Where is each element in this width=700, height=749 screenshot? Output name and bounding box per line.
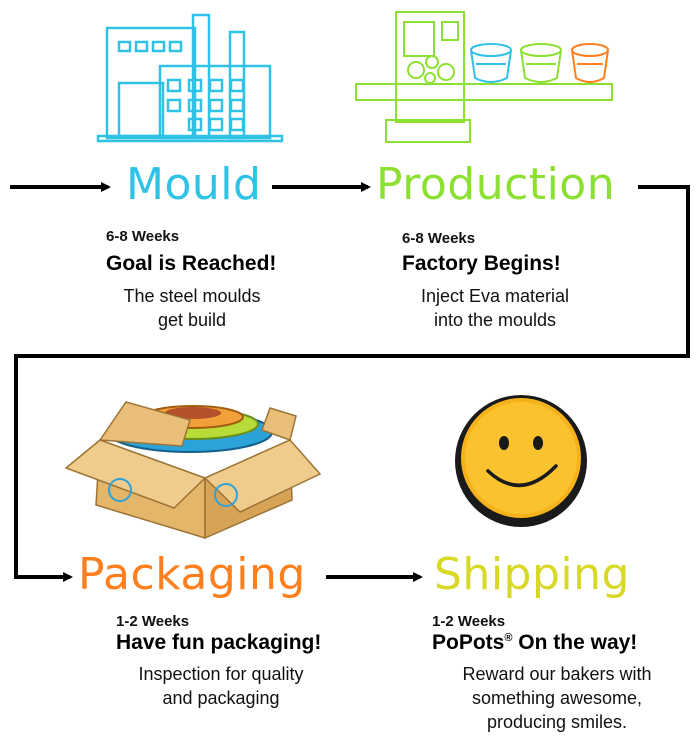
description-line: something awesome, xyxy=(471,688,643,708)
stage-title-mould: Mould xyxy=(126,159,262,210)
stage-title-production: Production xyxy=(376,159,616,210)
description-production: Inject Eva material into the moulds xyxy=(390,284,600,332)
description-line: Reward our bakers with xyxy=(462,664,652,684)
smiley-face-icon xyxy=(455,395,587,527)
heading-production: Factory Begins! xyxy=(402,252,561,275)
description-mould: The steel moulds get build xyxy=(92,284,292,332)
duration-mould: 6-8 Weeks xyxy=(106,228,180,245)
heading-shipping-main: PoPots xyxy=(432,631,505,654)
description-line: into the moulds xyxy=(433,310,557,330)
description-line: The steel moulds xyxy=(123,286,261,306)
description-line: get build xyxy=(157,310,227,330)
description-line: Inspection for quality xyxy=(138,664,304,684)
production-machine-icon xyxy=(355,11,613,143)
heading-shipping: PoPots® On the way! xyxy=(432,631,637,655)
heading-mould: Goal is Reached! xyxy=(106,252,277,275)
stage-title-shipping: Shipping xyxy=(434,549,630,600)
factory-icon xyxy=(96,13,284,143)
description-line: and packaging xyxy=(162,688,280,708)
description-line: Inject Eva material xyxy=(420,286,570,306)
duration-production: 6-8 Weeks xyxy=(402,230,476,247)
heading-shipping-rest: On the way! xyxy=(512,631,638,654)
description-packaging: Inspection for quality and packaging xyxy=(106,662,336,710)
cardboard-box-icon xyxy=(64,401,322,540)
registered-mark: ® xyxy=(504,632,513,644)
duration-shipping: 1-2 Weeks xyxy=(432,613,506,630)
stage-title-packaging: Packaging xyxy=(78,549,306,600)
description-shipping: Reward our bakers with something awesome… xyxy=(430,662,684,734)
flow-arrows xyxy=(10,182,690,582)
description-line: producing smiles. xyxy=(486,712,628,732)
duration-packaging: 1-2 Weeks xyxy=(116,613,190,630)
arrow-production-to-packaging xyxy=(14,185,690,582)
heading-packaging: Have fun packaging! xyxy=(116,631,322,654)
